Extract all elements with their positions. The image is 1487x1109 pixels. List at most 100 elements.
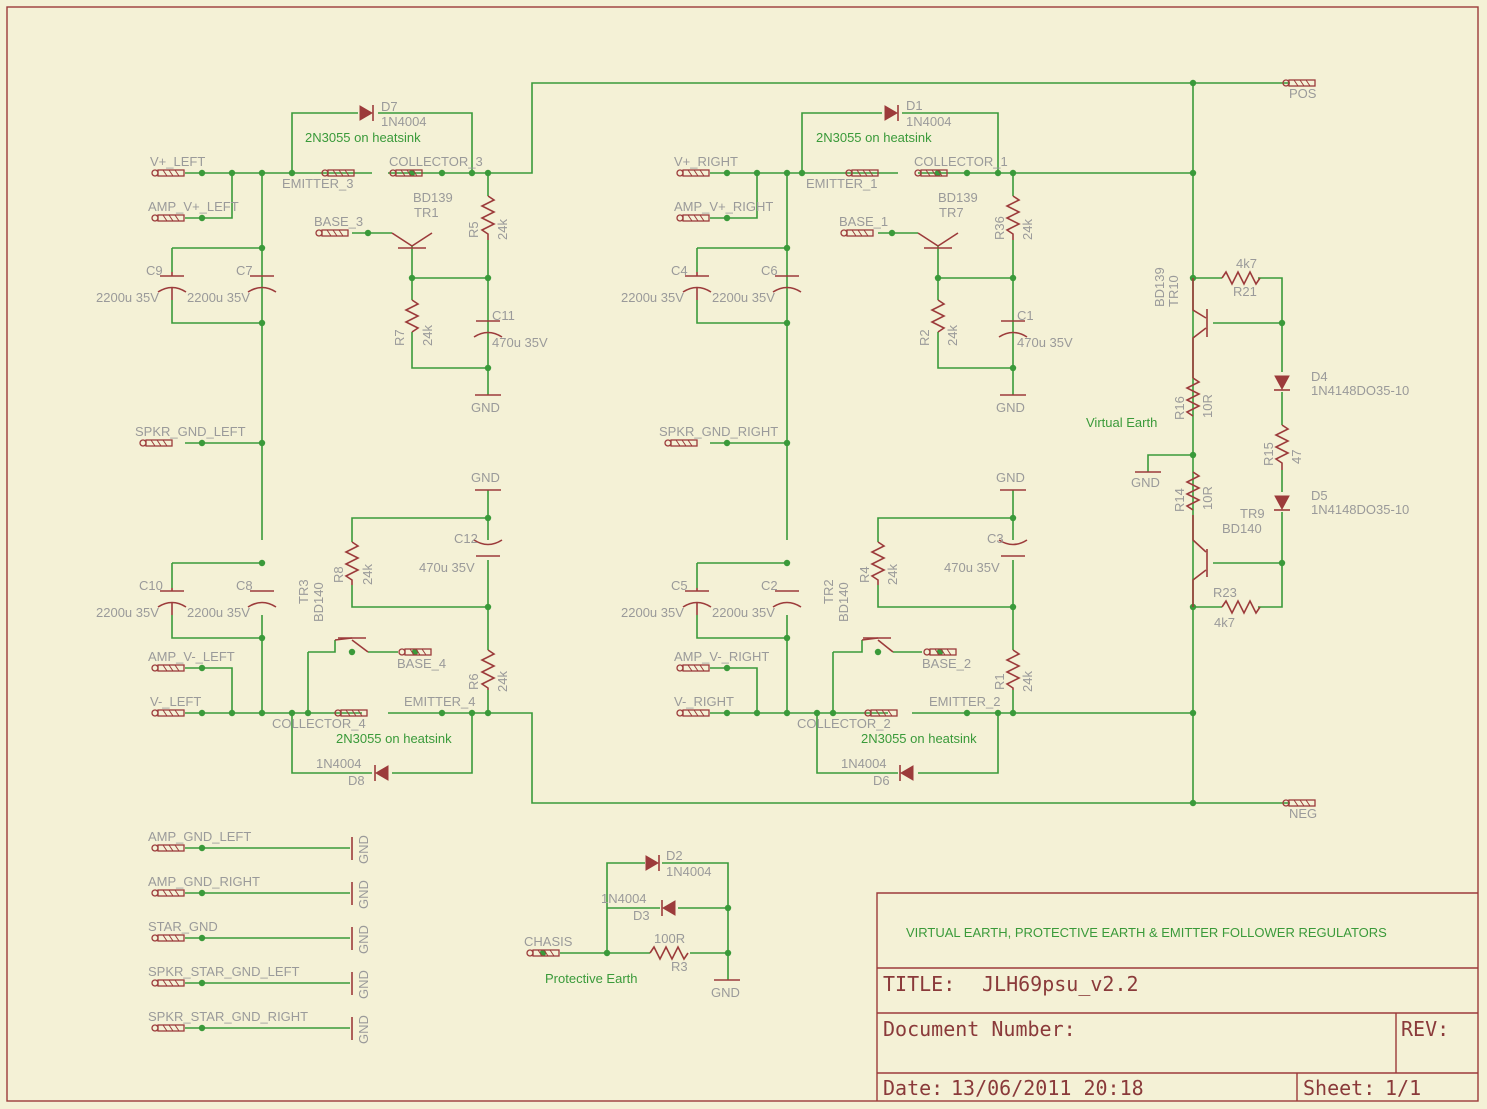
diode-D4-symbol — [1274, 375, 1290, 391]
connector-pin-icon — [1282, 79, 1316, 87]
junction-dot — [438, 709, 446, 717]
junction-dot — [1009, 364, 1017, 372]
diode-D8-symbol — [374, 765, 389, 781]
part-name-C7: C7 — [236, 263, 253, 278]
junction-dot — [198, 844, 206, 852]
label-emitter-2: EMITTER_2 — [929, 694, 1001, 709]
part-value-D8: 1N4004 — [316, 756, 362, 771]
junction-dot — [813, 709, 821, 717]
label-vp-left: V+_LEFT — [150, 154, 205, 169]
junction-dot — [1189, 169, 1197, 177]
part-value-R4: 24k — [885, 564, 900, 585]
junction-dot — [288, 709, 296, 717]
resistor-R14-symbol — [1185, 471, 1201, 511]
part-name-TR2: TR2 — [821, 579, 836, 604]
label-spkr-gnd-left: SPKR_GND_LEFT — [135, 424, 246, 439]
part-value-R6: 24k — [495, 671, 510, 692]
junction-dot — [198, 169, 206, 177]
junction-dot — [783, 319, 791, 327]
junction-dot — [963, 169, 971, 177]
part-name-R15: R15 — [1261, 442, 1276, 466]
part-value-TR2: BD140 — [836, 582, 851, 622]
junction-dot — [934, 169, 942, 177]
part-value-TR7: BD139 — [938, 190, 978, 205]
connector-pin-icon — [676, 709, 710, 717]
transistor-TR1-symbol — [391, 232, 433, 249]
junction-dot — [783, 244, 791, 252]
connector-pin-icon — [664, 439, 698, 447]
part-name-R8: R8 — [331, 566, 346, 583]
junction-dot — [783, 439, 791, 447]
part-value-R23: 4k7 — [1214, 615, 1235, 630]
junction-dot — [258, 634, 266, 642]
part-value-R3: 100R — [654, 931, 685, 946]
part-value-C1: 470u 35V — [1017, 335, 1073, 350]
connector-pin-icon — [864, 709, 898, 717]
label-base-2: BASE_2 — [922, 656, 971, 671]
resistor-R6-symbol — [480, 649, 496, 690]
label-vm-right: V-_RIGHT — [674, 694, 734, 709]
note-protective-earth: Protective Earth — [545, 971, 638, 986]
part-name-TR9: TR9 — [1240, 506, 1265, 521]
resistor-R7-symbol — [404, 299, 420, 333]
part-name-C11: C11 — [492, 308, 515, 323]
junction-dot — [198, 1024, 206, 1032]
part-value-R36: 24k — [1020, 219, 1035, 240]
part-labels: D7 1N4004 D1 1N4004 1N4004 D8 1N4004 D6 … — [96, 98, 1409, 974]
junction-dot — [258, 559, 266, 567]
note-heatsink-tr: 2N3055 on heatsink — [816, 130, 932, 145]
cap-C5-symbol — [682, 588, 712, 615]
label-spkr-gnd-right: SPKR_GND_RIGHT — [659, 424, 778, 439]
junction-dot — [783, 559, 791, 567]
part-name-R6: R6 — [466, 673, 481, 690]
gnd-label: GND — [711, 985, 740, 1000]
resistor-R16-symbol — [1185, 377, 1201, 417]
transistor-TR10-symbol — [1192, 278, 1208, 378]
part-value-C7: 2200u 35V — [187, 290, 250, 305]
connector-pin-icon — [151, 169, 185, 177]
part-name-C6: C6 — [761, 263, 778, 278]
connector-pin-icon — [389, 169, 423, 177]
part-name-C1: C1 — [1017, 308, 1034, 323]
gnd-labels: GND GND GND GND GND GND GND GND GND GND … — [356, 400, 1160, 1044]
transistor-TR9-symbol — [1192, 515, 1208, 607]
gnd-label: GND — [356, 1015, 371, 1044]
date-value: 13/06/2011 20:18 — [951, 1076, 1144, 1100]
junction-dot — [198, 934, 206, 942]
junction-dot — [484, 514, 492, 522]
part-value-TR1: BD139 — [413, 190, 453, 205]
junction-dot — [198, 214, 206, 222]
connector-pin-icon — [923, 648, 957, 656]
junction-dot — [228, 709, 236, 717]
label-amp-gnd-left: AMP_GND_LEFT — [148, 829, 251, 844]
resistor-R4-symbol — [870, 541, 886, 585]
junction-dot — [994, 169, 1002, 177]
junction-dot — [258, 709, 266, 717]
part-name-C12: C12 — [454, 531, 478, 546]
junction-dot — [539, 949, 547, 957]
junction-dot — [198, 664, 206, 672]
connector-pin-icon — [151, 709, 185, 717]
label-neg: NEG — [1289, 806, 1317, 821]
part-name-C10: C10 — [139, 578, 163, 593]
note-virtual-earth: Virtual Earth — [1086, 415, 1157, 430]
title-value: JLH69psu_v2.2 — [982, 972, 1139, 996]
resistor-R8-symbol — [344, 541, 360, 585]
resistor-R2-symbol — [930, 299, 946, 333]
junction-dot — [723, 169, 731, 177]
part-name-R2: R2 — [917, 329, 932, 346]
part-name-C9: C9 — [146, 263, 163, 278]
junction-dot — [936, 648, 944, 656]
resistor-R5-symbol — [480, 195, 496, 240]
junction-dot — [198, 709, 206, 717]
cap-C2-symbol — [772, 590, 802, 608]
cap-C1-symbol — [998, 320, 1028, 338]
junction-dot — [198, 439, 206, 447]
junction-dots — [198, 79, 1286, 1032]
part-value-R1: 24k — [1020, 671, 1035, 692]
junction-dot — [484, 709, 492, 717]
junction-dot — [723, 709, 731, 717]
junction-dot — [723, 664, 731, 672]
label-chasis: CHASIS — [524, 934, 573, 949]
part-value-D1: 1N4004 — [906, 114, 952, 129]
